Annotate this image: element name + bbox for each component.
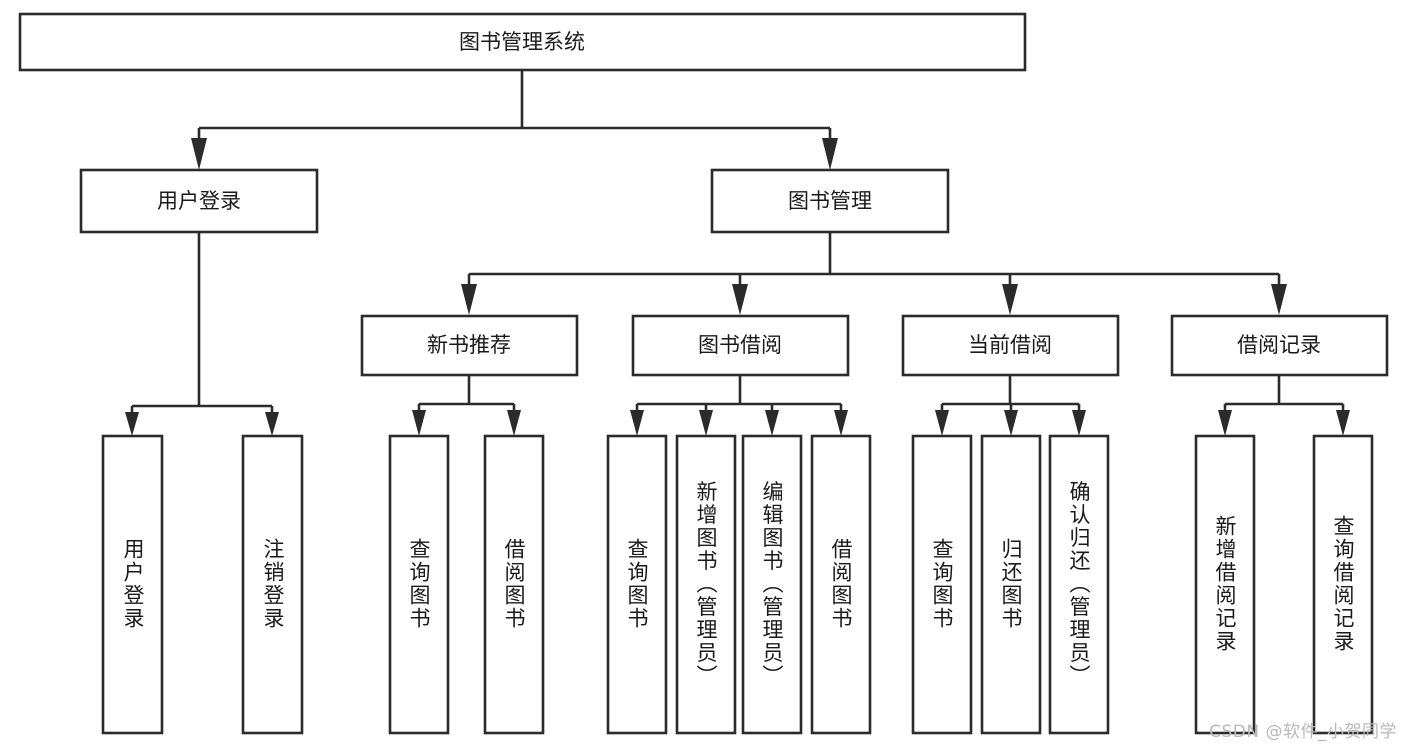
leaf-logout-label: 注销登录 xyxy=(261,538,285,630)
connector-group-new-book xyxy=(412,375,521,436)
node-book-borrow-box[interactable] xyxy=(631,314,850,377)
leaf-bb-edit-book-label: 编辑图书（管理员） xyxy=(760,481,784,688)
node-borrow-record-box[interactable] xyxy=(1170,314,1389,377)
connector-group-book-mgmt xyxy=(461,232,1287,315)
leaf-br-add-record-box[interactable] xyxy=(1194,434,1256,735)
arrow-head-nb-query-book xyxy=(412,410,426,436)
leaf-br-query-record-label: 查询借阅记录 xyxy=(1331,515,1355,653)
leaf-nb-borrow-book[interactable]: 借阅图书 xyxy=(483,434,545,735)
leaf-cb-confirm-return[interactable]: 确认归还（管理员） xyxy=(1048,434,1110,735)
node-root-system[interactable]: 图书管理系统 xyxy=(18,12,1027,72)
node-borrow-record-label: 借阅记录 xyxy=(1237,333,1321,357)
leaf-nb-query-book-label: 查询图书 xyxy=(407,538,431,630)
node-root-system-box[interactable] xyxy=(18,12,1027,72)
arrow-head-bb-borrow-book xyxy=(834,410,848,436)
node-root-system-label: 图书管理系统 xyxy=(459,30,585,54)
arrow-head-br-add-record xyxy=(1218,410,1232,436)
leaf-bb-borrow-book-box[interactable] xyxy=(810,434,872,735)
node-book-management[interactable]: 图书管理 xyxy=(710,168,950,234)
leaf-cb-query-book[interactable]: 查询图书 xyxy=(911,434,973,735)
leaf-bb-add-book-label: 新增图书（管理员） xyxy=(694,481,718,688)
leaf-bb-edit-book-box[interactable] xyxy=(741,434,803,735)
leaf-logout-box[interactable] xyxy=(241,434,304,735)
arrow-head-nb-borrow-book xyxy=(507,410,521,436)
node-user-login-label: 用户登录 xyxy=(157,189,241,213)
arrow-head-cb-confirm-return xyxy=(1072,410,1086,436)
leaf-bb-borrow-book-label: 借阅图书 xyxy=(829,538,853,630)
leaf-bb-edit-book[interactable]: 编辑图书（管理员） xyxy=(741,434,803,735)
leaf-br-query-record-box[interactable] xyxy=(1312,434,1374,735)
arrow-head-br-query-record xyxy=(1336,410,1350,436)
connector-group-current-borrow xyxy=(935,375,1086,436)
leaf-cb-query-book-box[interactable] xyxy=(911,434,973,735)
node-borrow-record[interactable]: 借阅记录 xyxy=(1170,314,1389,377)
leaf-cb-query-book-label: 查询图书 xyxy=(930,538,954,630)
leaf-br-query-record[interactable]: 查询借阅记录 xyxy=(1312,434,1374,735)
node-book-management-box[interactable] xyxy=(710,168,950,234)
arrow-head-borrow-record xyxy=(1271,284,1287,315)
leaf-cb-return-book-label: 归还图书 xyxy=(999,538,1023,630)
node-current-borrow-label: 当前借阅 xyxy=(968,333,1052,357)
arrow-head-cb-return-book xyxy=(1004,410,1018,436)
leaf-logout[interactable]: 注销登录 xyxy=(241,434,304,735)
leaf-nb-borrow-book-box[interactable] xyxy=(483,434,545,735)
connector-group-root xyxy=(191,70,838,170)
leaf-user-login[interactable]: 用户登录 xyxy=(101,434,164,735)
leaf-nb-query-book-box[interactable] xyxy=(388,434,450,735)
leaf-cb-confirm-return-label: 确认归还（管理员） xyxy=(1067,481,1091,688)
node-book-management-label: 图书管理 xyxy=(788,189,872,213)
leaf-br-add-record-label: 新增借阅记录 xyxy=(1213,515,1237,653)
leaf-nb-query-book[interactable]: 查询图书 xyxy=(388,434,450,735)
leaf-bb-borrow-book[interactable]: 借阅图书 xyxy=(810,434,872,735)
node-user-login[interactable]: 用户登录 xyxy=(79,168,319,234)
arrow-head-new-book xyxy=(461,284,477,315)
connector-group-user-login xyxy=(125,232,279,436)
node-user-login-box[interactable] xyxy=(79,168,319,234)
node-current-borrow[interactable]: 当前借阅 xyxy=(901,314,1120,377)
leaf-nb-borrow-book-label: 借阅图书 xyxy=(502,538,526,630)
arrow-head-book-mgmt xyxy=(822,138,838,170)
csdn-watermark: CSDN @软件_小贺同学 xyxy=(1209,722,1397,742)
leaf-bb-add-book[interactable]: 新增图书（管理员） xyxy=(675,434,737,735)
arrow-head-current-borrow xyxy=(1002,284,1018,315)
arrow-head-bb-query-book xyxy=(630,410,644,436)
arrow-head-bb-edit-book xyxy=(765,410,779,436)
connector-group-borrow-record xyxy=(1218,375,1350,436)
arrow-head-bb-add-book xyxy=(699,410,713,436)
connector-group-book-borrow xyxy=(630,375,848,436)
arrow-head-user-login xyxy=(191,138,207,170)
arrow-head-leaf-user-login xyxy=(125,412,139,436)
leaf-cb-return-book[interactable]: 归还图书 xyxy=(980,434,1042,735)
leaf-bb-query-book[interactable]: 查询图书 xyxy=(606,434,668,735)
leaf-user-login-box[interactable] xyxy=(101,434,164,735)
arrow-head-leaf-logout xyxy=(265,412,279,436)
leaf-user-login-label: 用户登录 xyxy=(121,538,145,630)
node-new-book-recommend[interactable]: 新书推荐 xyxy=(360,314,579,377)
node-new-book-recommend-box[interactable] xyxy=(360,314,579,377)
node-book-borrow-label: 图书借阅 xyxy=(698,333,782,357)
arrow-head-book-borrow xyxy=(732,284,748,315)
leaf-bb-add-book-box[interactable] xyxy=(675,434,737,735)
node-book-borrow[interactable]: 图书借阅 xyxy=(631,314,850,377)
node-current-borrow-box[interactable] xyxy=(901,314,1120,377)
leaf-br-add-record[interactable]: 新增借阅记录 xyxy=(1194,434,1256,735)
node-new-book-recommend-label: 新书推荐 xyxy=(427,333,511,357)
leaf-cb-confirm-return-box[interactable] xyxy=(1048,434,1110,735)
leaf-bb-query-book-box[interactable] xyxy=(606,434,668,735)
leaf-bb-query-book-label: 查询图书 xyxy=(625,538,649,630)
arrow-head-cb-query-book xyxy=(935,410,949,436)
leaf-cb-return-book-box[interactable] xyxy=(980,434,1042,735)
